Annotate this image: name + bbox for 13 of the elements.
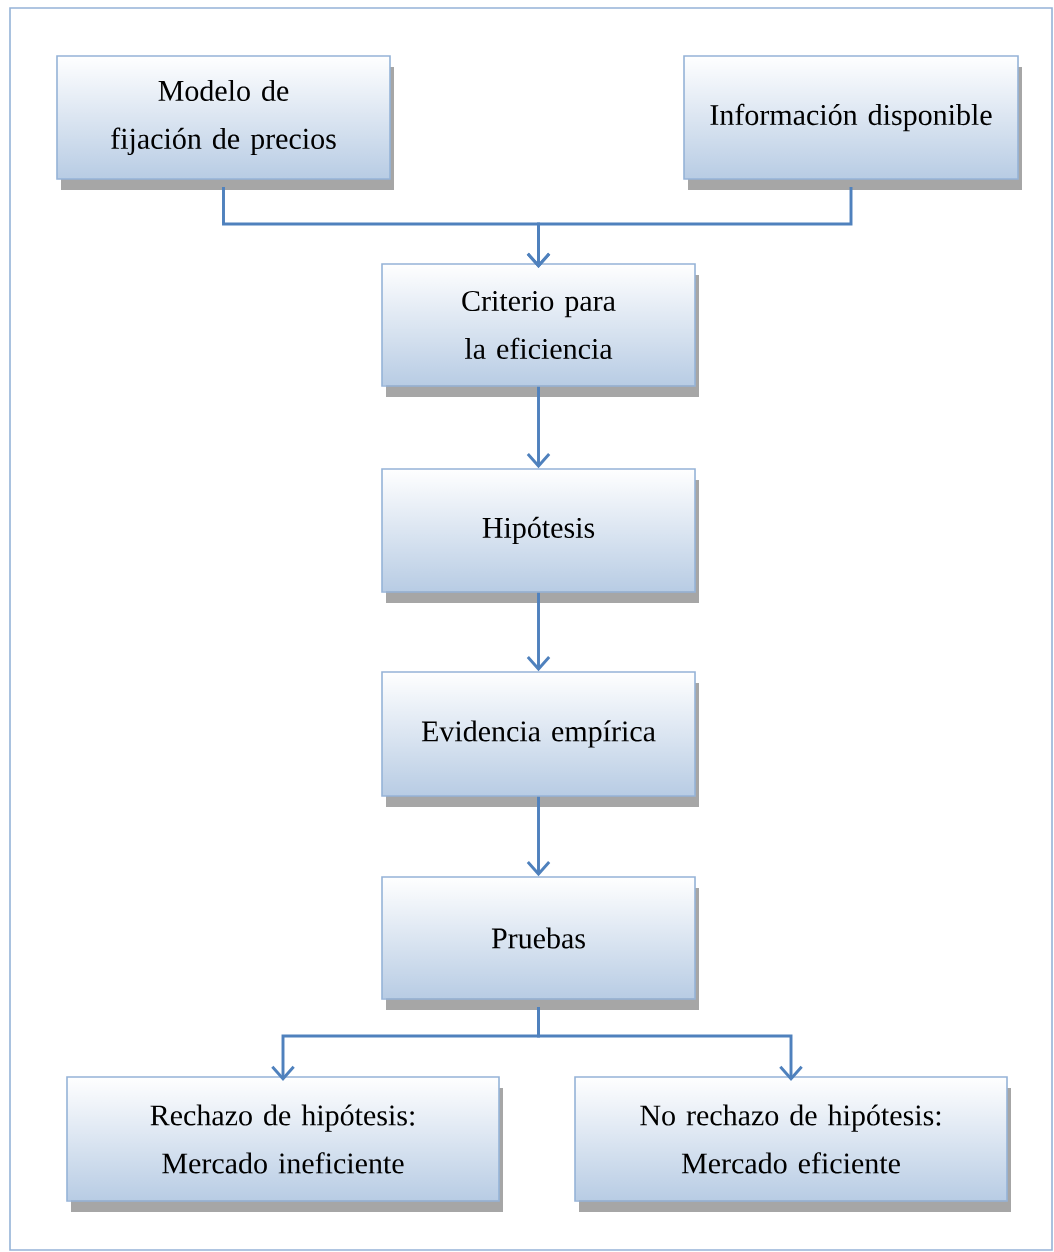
arrow xyxy=(537,1007,803,1081)
process-box: Criterio para la eficiencia xyxy=(381,263,699,397)
arrow xyxy=(526,187,853,268)
arrow xyxy=(526,592,551,672)
process-box: No rechazo de hipótesis: Mercado eficiente xyxy=(574,1076,1011,1212)
process-box: Pruebas xyxy=(381,876,699,1010)
arrow xyxy=(526,796,551,877)
process-box: Rechazo de hipótesis: Mercado ineficiente xyxy=(66,1076,503,1212)
process-box: Hipótesis xyxy=(381,468,699,603)
process-box: Modelo de fijación de precios xyxy=(56,55,394,190)
arrow xyxy=(526,386,551,469)
process-box: Evidencia empírica xyxy=(381,671,699,807)
process-box: Información disponible xyxy=(683,55,1022,190)
